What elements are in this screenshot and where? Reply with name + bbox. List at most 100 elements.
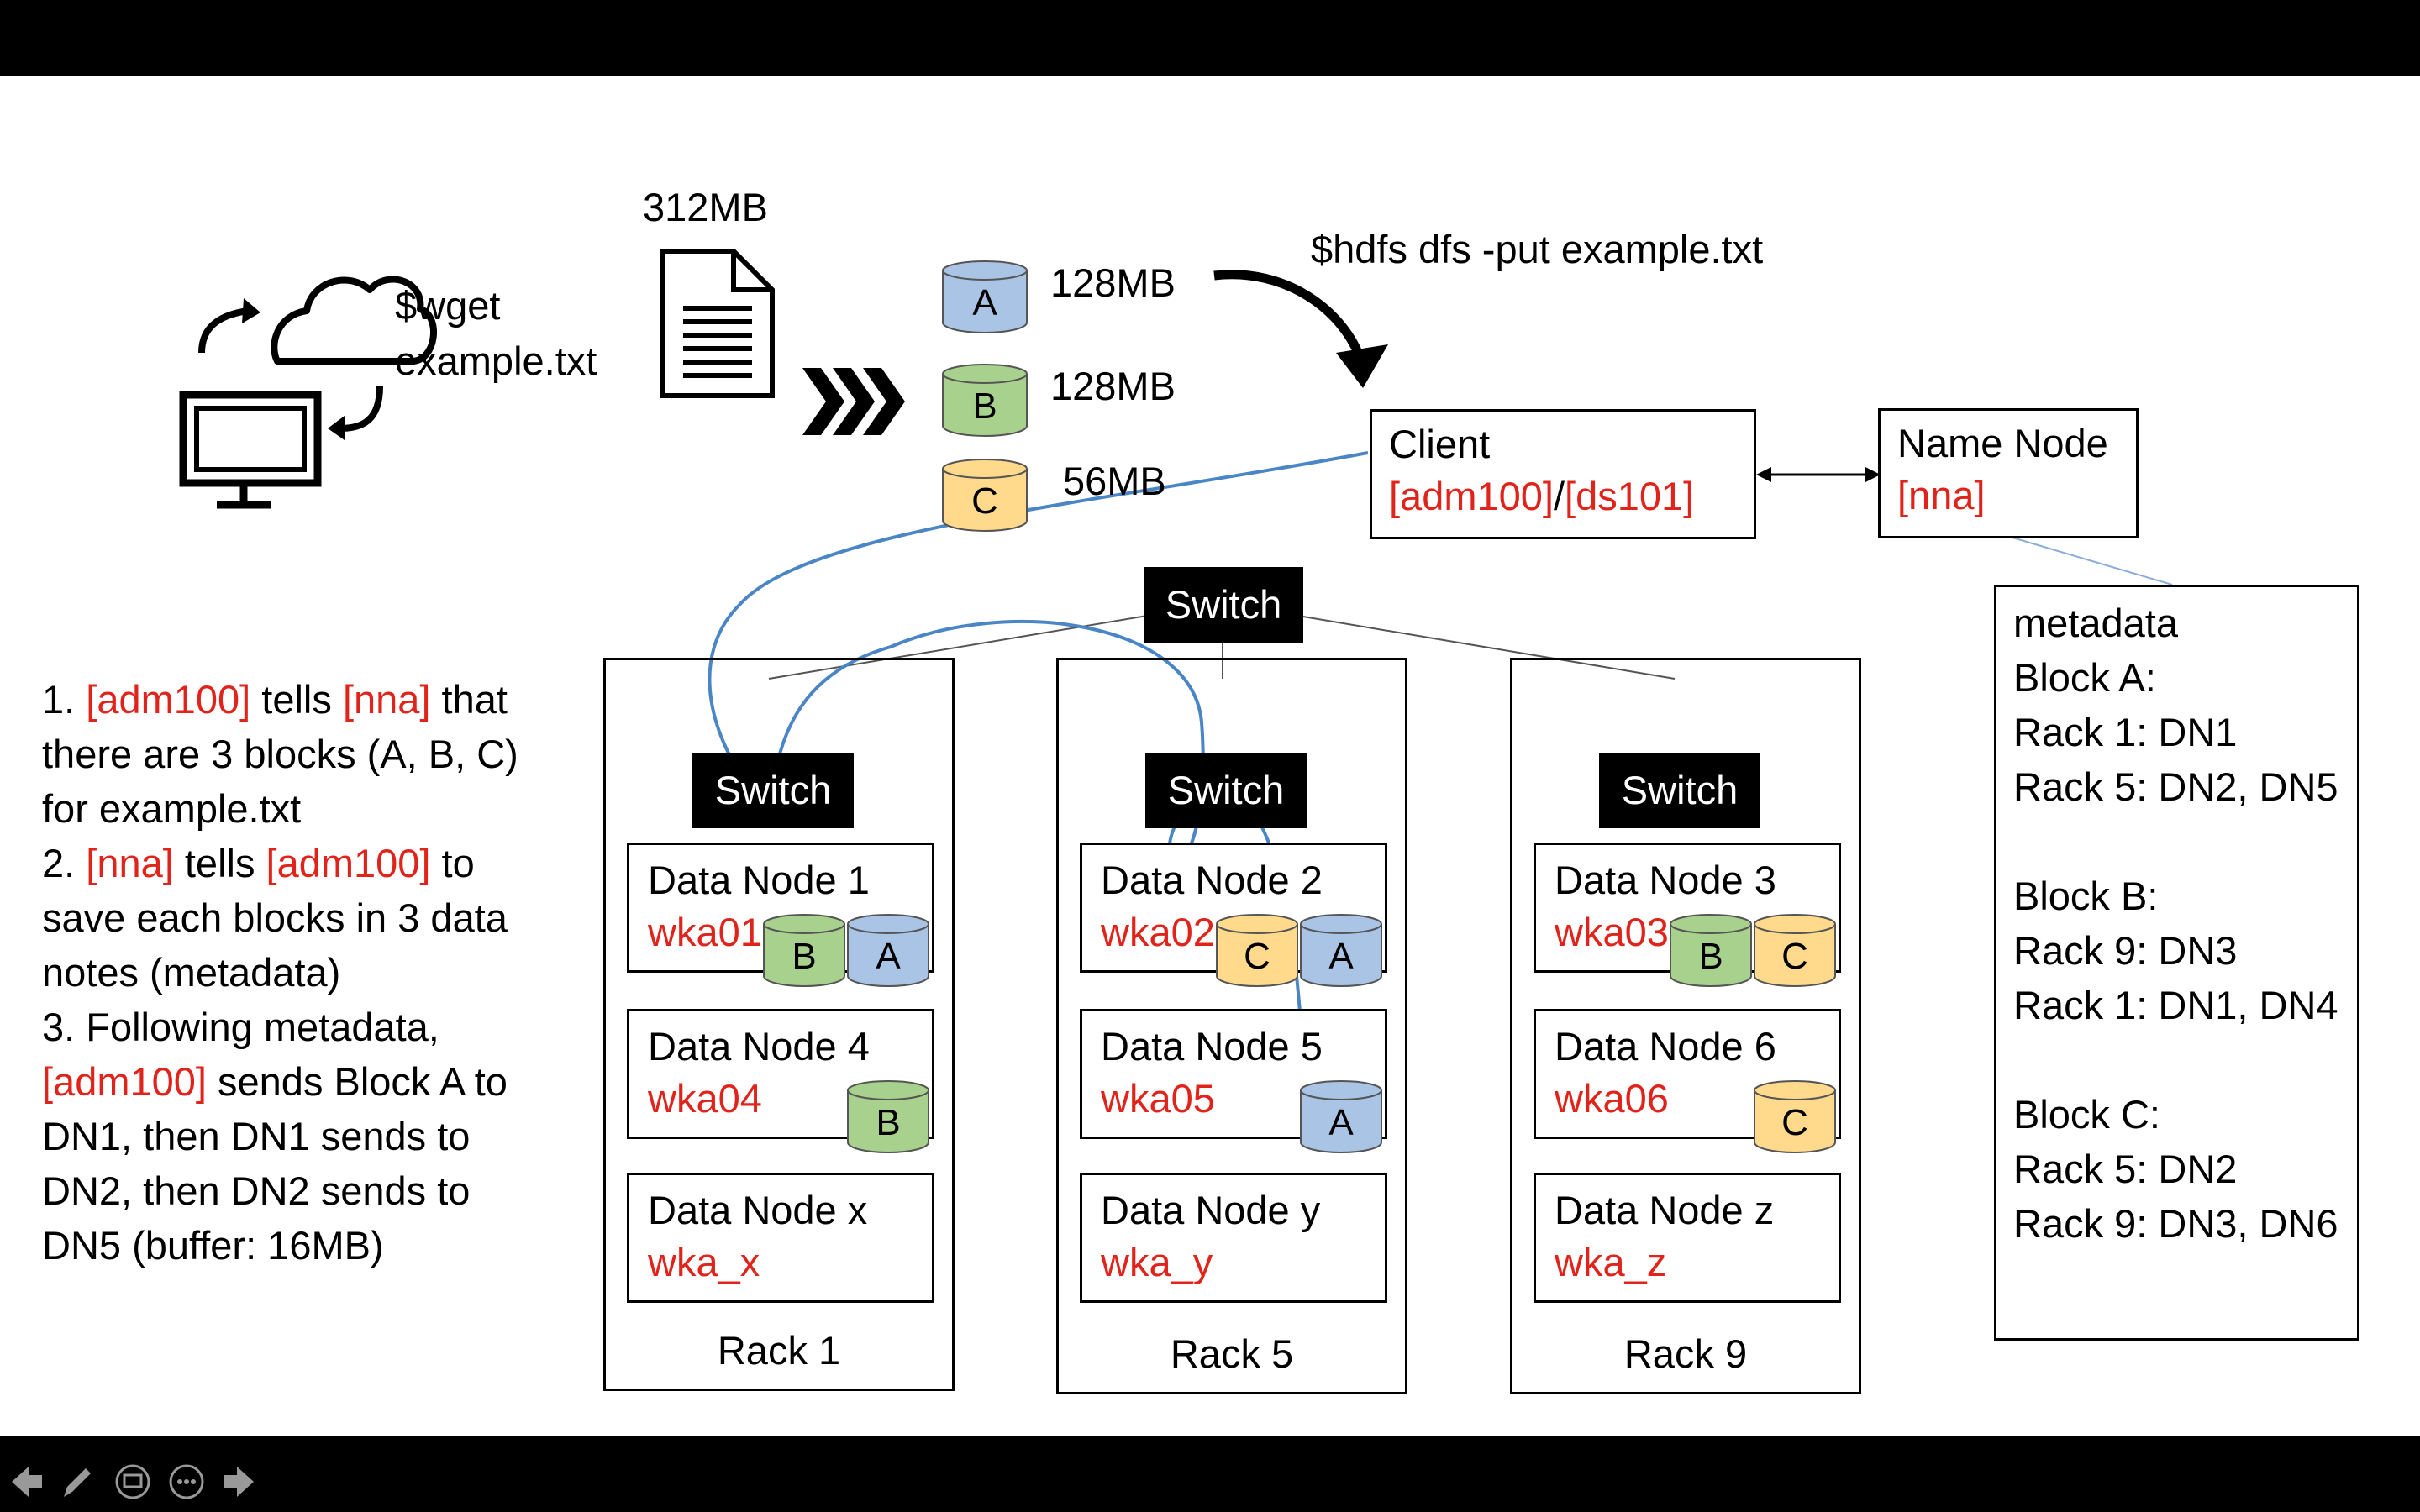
data-node-host: wka06	[1555, 1076, 1669, 1121]
step3-line4: DN2, then DN2 sends to	[42, 1168, 471, 1213]
step2-line2: save each blocks in 3 data	[42, 895, 508, 940]
block-label: C	[1781, 1102, 1808, 1143]
data-node-host: wka_y	[1101, 1240, 1213, 1284]
next-arrow-icon[interactable]	[220, 1463, 257, 1500]
block-c-size: 56MB	[1063, 459, 1166, 503]
block-label: A	[1328, 1102, 1354, 1143]
client-host-sep: /	[1553, 474, 1565, 518]
data-node-name: Data Node 4	[648, 1024, 870, 1068]
step1-line2: there are 3 blocks (A, B, C)	[42, 732, 518, 776]
file-size: 312MB	[643, 185, 768, 229]
block-c-cylinder-icon: C	[941, 459, 1028, 533]
wget-command: $wget	[395, 283, 501, 328]
rack-label: Rack 1	[717, 1328, 841, 1373]
block-c-cylinder-icon: C	[1753, 914, 1837, 988]
metadata-line: metadata	[2013, 601, 2178, 645]
block-c-cylinder-icon: C	[1215, 914, 1299, 988]
pen-icon[interactable]	[59, 1463, 96, 1500]
step1-line3: for example.txt	[42, 786, 302, 831]
block-b-cylinder-icon: B	[846, 1080, 930, 1154]
wget-file: example.txt	[395, 339, 597, 383]
block-a-cylinder-icon: A	[846, 914, 930, 988]
data-node-name: Data Node z	[1555, 1188, 1775, 1232]
step3-line3: DN1, then DN1 sends to	[42, 1114, 471, 1158]
client-title: Client	[1389, 422, 1491, 466]
document-icon	[660, 249, 775, 398]
metadata-line: Block C:	[2013, 1092, 2160, 1137]
step2-line3: notes (metadata)	[42, 950, 341, 995]
block-label: C	[1781, 936, 1808, 977]
block-a-size: 128MB	[1050, 260, 1176, 305]
prev-arrow-icon[interactable]	[8, 1463, 45, 1500]
steps-text: 1. [adm100] tells [nna] that there are 3…	[42, 672, 518, 1273]
data-node: Data Node x wka_x	[627, 1173, 934, 1303]
block-b-cylinder-icon: B	[941, 364, 1028, 438]
data-node-name: Data Node 3	[1555, 858, 1776, 902]
screen-icon[interactable]	[114, 1463, 151, 1500]
step1-line1: 1. [adm100] tells [nna] that	[42, 677, 508, 722]
metadata-line: Rack 5: DN2	[2013, 1147, 2238, 1191]
namenode-box: Name Node [nna]	[1878, 408, 2139, 538]
client-host-ds101: [ds101]	[1565, 474, 1695, 518]
client-hosts: [adm100]/[ds101]	[1389, 472, 1694, 522]
step3-line5: DN5 (buffer: 16MB)	[42, 1223, 384, 1268]
data-node-name: Data Node y	[1101, 1188, 1321, 1232]
block-label: A	[876, 936, 901, 977]
data-node-name: Data Node x	[648, 1188, 868, 1232]
rack-switch: Switch	[1145, 753, 1307, 828]
more-icon[interactable]	[168, 1463, 205, 1500]
metadata-line: Rack 1: DN1, DN4	[2013, 983, 2338, 1027]
block-b-size: 128MB	[1050, 364, 1176, 408]
data-node-host: wka01	[648, 910, 762, 954]
computer-cloud-icon	[179, 276, 437, 487]
metadata-line: Rack 1: DN1	[2013, 710, 2238, 754]
rack-switch: Switch	[692, 753, 854, 828]
data-node-host: wka_x	[648, 1240, 760, 1284]
rack-label: Rack 9	[1623, 1331, 1748, 1376]
block-a-cylinder-icon: A	[1299, 1080, 1383, 1154]
data-node: Data Node z wka_z	[1534, 1173, 1841, 1303]
data-node-name: Data Node 6	[1555, 1024, 1776, 1068]
block-label: C	[1244, 936, 1270, 977]
data-node-host: wka03	[1555, 910, 1669, 954]
metadata-line: Block B:	[2013, 874, 2159, 918]
block-a-cylinder-icon: A	[941, 260, 1028, 334]
core-switch: Switch	[1144, 567, 1303, 643]
data-node-name: Data Node 1	[648, 858, 870, 902]
put-arrow	[1213, 270, 1388, 388]
client-namenode-arrow	[1756, 467, 1881, 482]
step3-line1: 3. Following metadata,	[42, 1005, 439, 1049]
data-node-name: Data Node 2	[1101, 858, 1323, 902]
chevrons-icon	[802, 368, 905, 435]
data-node-host: wka_z	[1555, 1240, 1667, 1284]
data-node-name: Data Node 5	[1101, 1024, 1323, 1068]
data-node-host: wka04	[648, 1076, 762, 1121]
block-a-cylinder-icon: A	[1299, 914, 1383, 988]
step3-line2: [adm100] sends Block A to	[42, 1059, 508, 1104]
block-label: B	[876, 1102, 901, 1143]
block-label: A	[972, 282, 997, 323]
rack-switch: Switch	[1599, 753, 1760, 828]
block-b-cylinder-icon: B	[1669, 914, 1753, 988]
block-label: A	[1328, 936, 1354, 977]
client-host-adm100: [adm100]	[1389, 474, 1554, 518]
block-label: B	[972, 386, 997, 427]
data-node: Data Node y wka_y	[1080, 1173, 1387, 1303]
block-label: B	[1698, 936, 1723, 977]
namenode-metadata-link	[2012, 537, 2173, 585]
metadata-line: Rack 9: DN3, DN6	[2013, 1201, 2338, 1246]
step2-line1: 2. [nna] tells [adm100] to	[42, 841, 475, 885]
metadata-line: Rack 9: DN3	[2013, 928, 2238, 973]
metadata-line: Rack 5: DN2, DN5	[2013, 764, 2338, 809]
